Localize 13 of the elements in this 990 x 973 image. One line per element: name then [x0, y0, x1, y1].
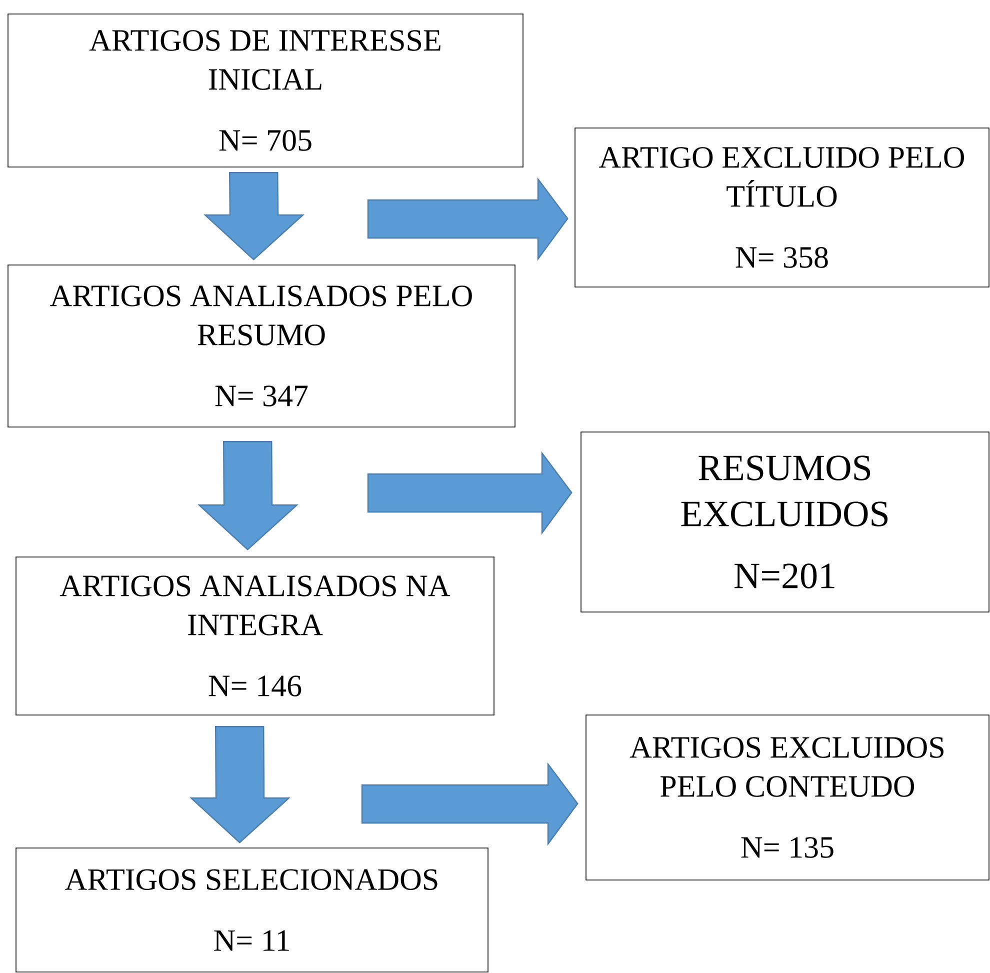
block-arrow: [367, 451, 572, 535]
block-arrow: [367, 177, 568, 261]
process-box: ARTIGO EXCLUIDO PELO TÍTULO N= 358: [574, 128, 990, 288]
block-arrow: [361, 762, 578, 846]
process-box: ARTIGOS DE INTERESSE INICIAL N= 705: [8, 14, 524, 168]
process-box: ARTIGOS SELECIONADOS N= 11: [16, 848, 488, 972]
process-box: ARTIGOS EXCLUIDOS PELO CONTEUDO N= 135: [586, 714, 990, 880]
process-box: ARTIGOS ANALISADOS PELO RESUMO N= 347: [8, 264, 516, 428]
process-box: ARTIGOS ANALISADOS NA INTEGRA N= 146: [16, 556, 494, 716]
block-arrow: [189, 726, 291, 844]
process-box: RESUMOS EXCLUIDOS N=201: [580, 432, 990, 612]
block-arrow: [203, 172, 305, 260]
block-arrow: [197, 441, 299, 550]
